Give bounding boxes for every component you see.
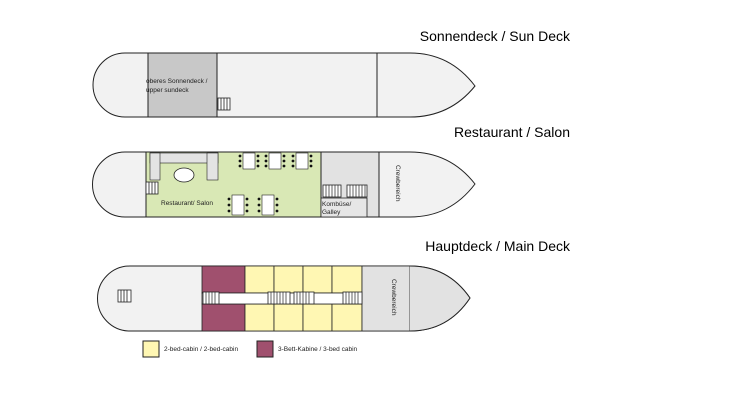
buffet-counter — [149, 152, 219, 181]
galley-stairs-icon — [322, 184, 368, 198]
main-deck-title: Hauptdeck / Main Deck — [425, 238, 571, 254]
dining-table — [264, 152, 286, 170]
legend: 2-bed-cabin / 2-bed-cabin 3-Bett-Kabine … — [142, 340, 358, 358]
upper-sundeck-label-1: oberes Sonnendeck / — [146, 78, 208, 85]
stairs-icon — [145, 181, 159, 195]
sun-deck: Sonnendeck / Sun Deck oberes Sonnendeck … — [92, 28, 571, 118]
legend-swatch-three-bed — [256, 340, 274, 358]
restaurant-label: Restaurant/ Salon — [161, 200, 213, 207]
dining-table — [227, 194, 249, 216]
three-bed-cabin — [201, 303, 246, 332]
two-bed-cabin — [331, 303, 363, 332]
stairs-icon — [117, 289, 132, 303]
stairs-icon — [342, 291, 363, 305]
legend-three-bed-label: 3-Bett-Kabine / 3-bed cabin — [278, 346, 358, 353]
two-bed-cabin — [302, 303, 333, 332]
two-bed-cabin — [244, 303, 275, 332]
restaurant-deck: Restaurant / Salon — [92, 124, 570, 218]
upper-sundeck-label-2: upper sundeck — [146, 87, 189, 94]
two-bed-cabin — [273, 265, 304, 294]
stairs-icon — [293, 291, 315, 305]
galley-area — [320, 197, 368, 218]
restaurant-crew-label: Crewbereich — [394, 165, 401, 202]
three-bed-cabin — [201, 265, 246, 294]
upper-sundeck-area — [147, 52, 218, 118]
legend-two-bed-label: 2-bed-cabin / 2-bed-cabin — [164, 346, 238, 353]
galley-label-1: Kombüse/ — [322, 201, 351, 208]
dining-table — [257, 194, 279, 216]
stairs-icon — [202, 291, 220, 305]
stairs-icon — [267, 291, 291, 305]
main-deck: Hauptdeck / Main Deck — [97, 238, 571, 332]
dining-table — [291, 152, 313, 170]
dining-table — [238, 152, 260, 170]
two-bed-cabin — [331, 265, 363, 294]
legend-swatch-two-bed — [142, 340, 160, 358]
main-crew-label: Crewbereich — [390, 279, 397, 316]
two-bed-cabin — [302, 265, 333, 294]
stairs-icon — [217, 97, 231, 111]
sun-deck-title: Sonnendeck / Sun Deck — [420, 28, 571, 44]
two-bed-cabin — [244, 265, 275, 294]
two-bed-cabin — [273, 303, 304, 332]
restaurant-deck-title: Restaurant / Salon — [454, 124, 570, 140]
main-crew-area-bow — [410, 266, 470, 331]
main-crew-area — [361, 265, 411, 332]
round-table — [173, 167, 195, 183]
galley-label-2: Galley — [322, 209, 341, 216]
